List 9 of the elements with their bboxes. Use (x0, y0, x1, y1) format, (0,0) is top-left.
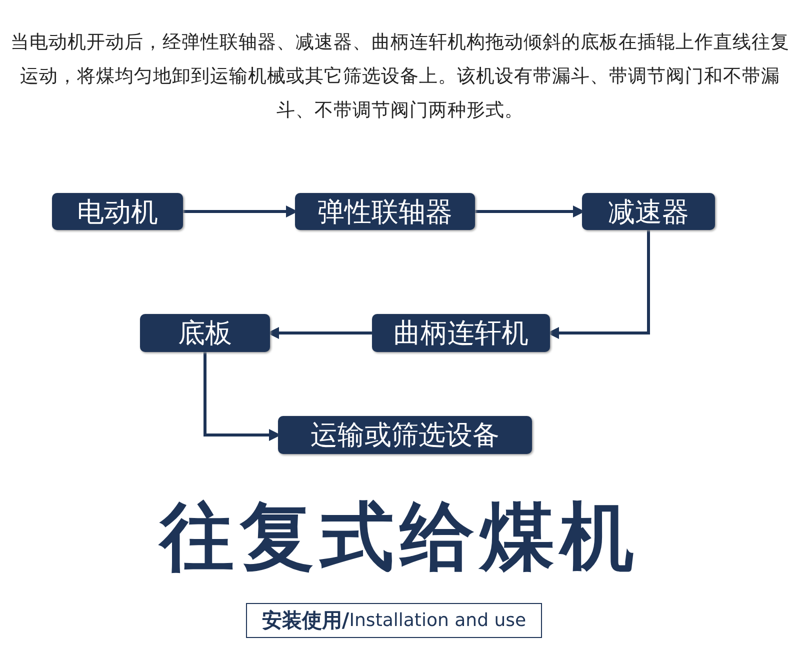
title: 往复式给煤机 (157, 493, 641, 582)
process-box: 底板 (140, 314, 270, 352)
heading-box: 安装使用/Installation and use (246, 603, 542, 638)
process-box: 弹性联轴器 (295, 193, 475, 230)
description-paragraph: 当电动机开动后，经弹性联轴器、减速器、曲柄连轩机构拖动倾斜的底板在插辊上作直线往复运动，将煤均匀地卸到运输机械或其它筛选设备上。该机设有带漏斗、带调节阀门和不带漏斗、不带调节阀门两种形式。 (10, 31, 790, 123)
process-box: 电动机 (52, 193, 183, 230)
process-box: 减速器 (582, 193, 715, 230)
process-box: 运输或筛选设备 (278, 416, 532, 454)
process-box: 曲柄连轩机 (372, 314, 550, 352)
